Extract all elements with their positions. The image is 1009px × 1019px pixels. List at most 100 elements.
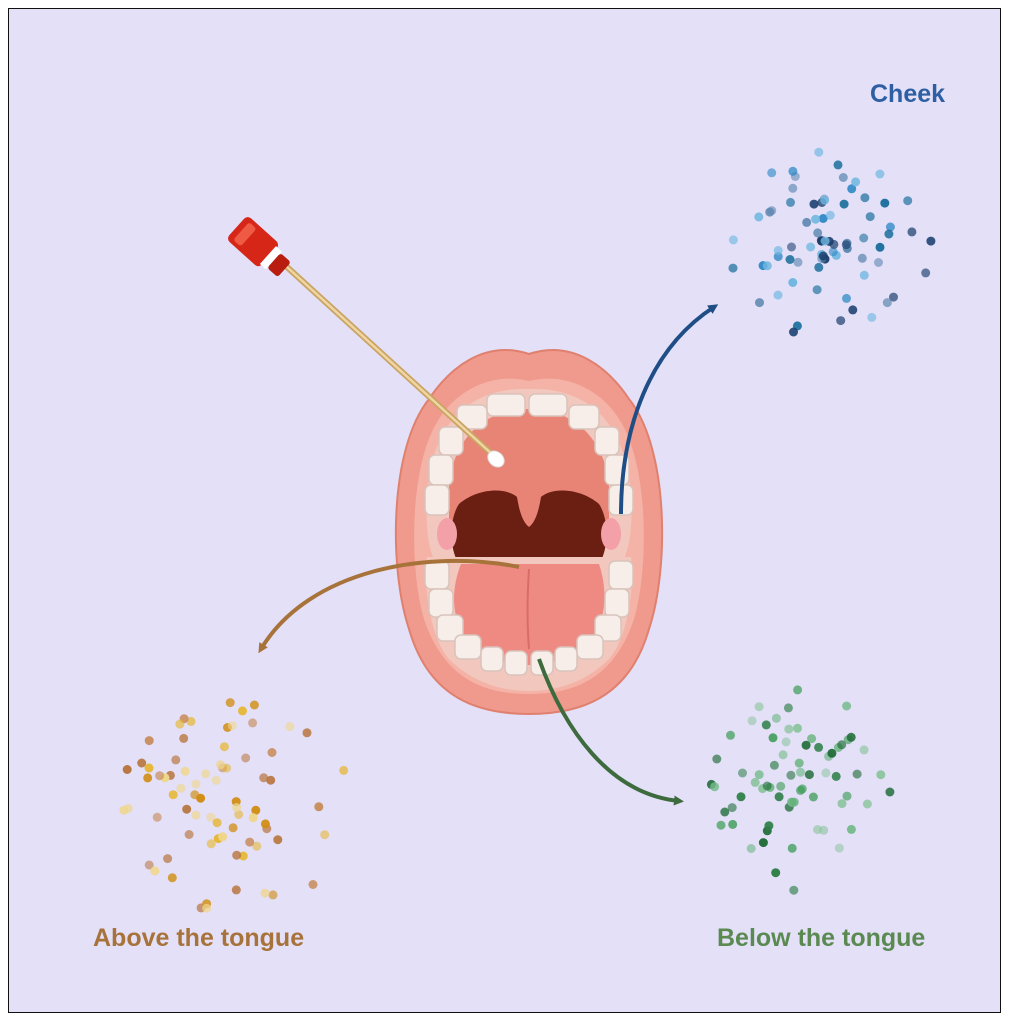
bacterium-dot xyxy=(860,271,869,280)
right-tonsil xyxy=(601,518,621,550)
bacterium-dot xyxy=(309,880,318,889)
above-tongue-label: Above the tongue xyxy=(93,924,304,953)
below-tongue-bacteria-cluster xyxy=(707,685,895,894)
bacterium-dot xyxy=(737,792,746,801)
bacterium-dot xyxy=(747,844,756,853)
bacterium-dot xyxy=(806,243,815,252)
bacterium-dot xyxy=(268,748,277,757)
bacterium-dot xyxy=(851,177,860,186)
left-tonsil xyxy=(437,518,457,550)
bacterium-dot xyxy=(926,237,935,246)
bacterium-dot xyxy=(788,184,797,193)
bacterium-dot xyxy=(786,198,795,207)
bacterium-dot xyxy=(843,792,852,801)
cheek-bacteria-cluster xyxy=(729,148,936,337)
bacterium-dot xyxy=(303,728,312,737)
bacterium-dot xyxy=(834,160,843,169)
bacterium-dot xyxy=(798,784,807,793)
bacterium-dot xyxy=(261,889,270,898)
bacterium-dot xyxy=(248,718,257,727)
bacterium-dot xyxy=(754,212,763,221)
bacterium-dot xyxy=(786,255,795,264)
bacterium-dot xyxy=(273,835,282,844)
bacterium-dot xyxy=(213,818,222,827)
bacterium-dot xyxy=(748,716,757,725)
bacterium-dot xyxy=(819,252,828,261)
bacterium-dot xyxy=(314,802,323,811)
bacterium-dot xyxy=(779,750,788,759)
bacterium-dot xyxy=(826,211,835,220)
diagram-svg xyxy=(9,9,1002,1014)
bacterium-dot xyxy=(788,844,797,853)
bacterium-dot xyxy=(874,258,883,267)
bacterium-dot xyxy=(903,196,912,205)
bacterium-dot xyxy=(212,776,221,785)
bacterium-dot xyxy=(772,714,781,723)
bacterium-dot xyxy=(762,720,771,729)
bacterium-dot xyxy=(191,780,200,789)
bacterium-dot xyxy=(788,167,797,176)
bacterium-dot xyxy=(763,261,772,270)
bacterium-dot xyxy=(241,754,250,763)
bacterium-dot xyxy=(207,839,216,848)
bacterium-dot xyxy=(829,240,838,249)
bacterium-dot xyxy=(802,741,811,750)
bacterium-dot xyxy=(710,782,719,791)
bacterium-dot xyxy=(171,755,180,764)
bacterium-dot xyxy=(802,218,811,227)
bacterium-dot xyxy=(245,838,254,847)
bacterium-dot xyxy=(155,771,164,780)
bacterium-dot xyxy=(863,800,872,809)
bacterium-dot xyxy=(755,770,764,779)
bacterium-dot xyxy=(729,235,738,244)
bacterium-dot xyxy=(728,820,737,829)
bacterium-dot xyxy=(145,736,154,745)
bacterium-dot xyxy=(191,811,200,820)
bacterium-dot xyxy=(858,254,867,263)
bacterium-dot xyxy=(793,724,802,733)
bacterium-dot xyxy=(813,285,822,294)
bacterium-dot xyxy=(788,278,797,287)
bacterium-dot xyxy=(814,743,823,752)
bacterium-dot xyxy=(876,243,885,252)
bacterium-dot xyxy=(202,904,211,913)
bacterium-dot xyxy=(767,168,776,177)
bacterium-dot xyxy=(182,805,191,814)
bacterium-dot xyxy=(793,685,802,694)
bacterium-dot xyxy=(907,227,916,236)
bacterium-dot xyxy=(179,734,188,743)
bacterium-dot xyxy=(821,237,830,246)
bacterium-dot xyxy=(814,148,823,157)
bacterium-dot xyxy=(866,212,875,221)
bacterium-dot xyxy=(782,737,791,746)
bacterium-dot xyxy=(847,825,856,834)
bacterium-dot xyxy=(775,792,784,801)
bacterium-dot xyxy=(163,854,172,863)
bacterium-dot xyxy=(249,813,258,822)
bacterium-dot xyxy=(859,234,868,243)
bacterium-dot xyxy=(795,759,804,768)
bacterium-dot xyxy=(229,823,238,832)
bacterium-dot xyxy=(885,788,894,797)
bacterium-dot xyxy=(728,803,737,812)
bacterium-dot xyxy=(809,793,818,802)
bacterium-dot xyxy=(201,769,210,778)
bacterium-dot xyxy=(867,313,876,322)
bacterium-dot xyxy=(226,698,235,707)
bacterium-dot xyxy=(218,832,227,841)
bacterium-dot xyxy=(860,193,869,202)
bacterium-dot xyxy=(755,702,764,711)
bacterium-dot xyxy=(883,298,892,307)
bacterium-dot xyxy=(123,765,132,774)
below-tongue-label: Below the tongue xyxy=(717,924,925,953)
diagram-canvas: Cheek Above the tongue Below the tongue xyxy=(8,8,1001,1013)
bacterium-dot xyxy=(813,228,822,237)
bacterium-dot xyxy=(789,328,798,337)
bacterium-dot xyxy=(320,830,329,839)
bacterium-dot xyxy=(232,885,241,894)
bacterium-dot xyxy=(884,230,893,239)
above-tongue-bacteria-cluster xyxy=(119,698,348,913)
bacterium-dot xyxy=(145,764,154,773)
bacterium-dot xyxy=(261,819,270,828)
bacterium-dot xyxy=(860,745,869,754)
